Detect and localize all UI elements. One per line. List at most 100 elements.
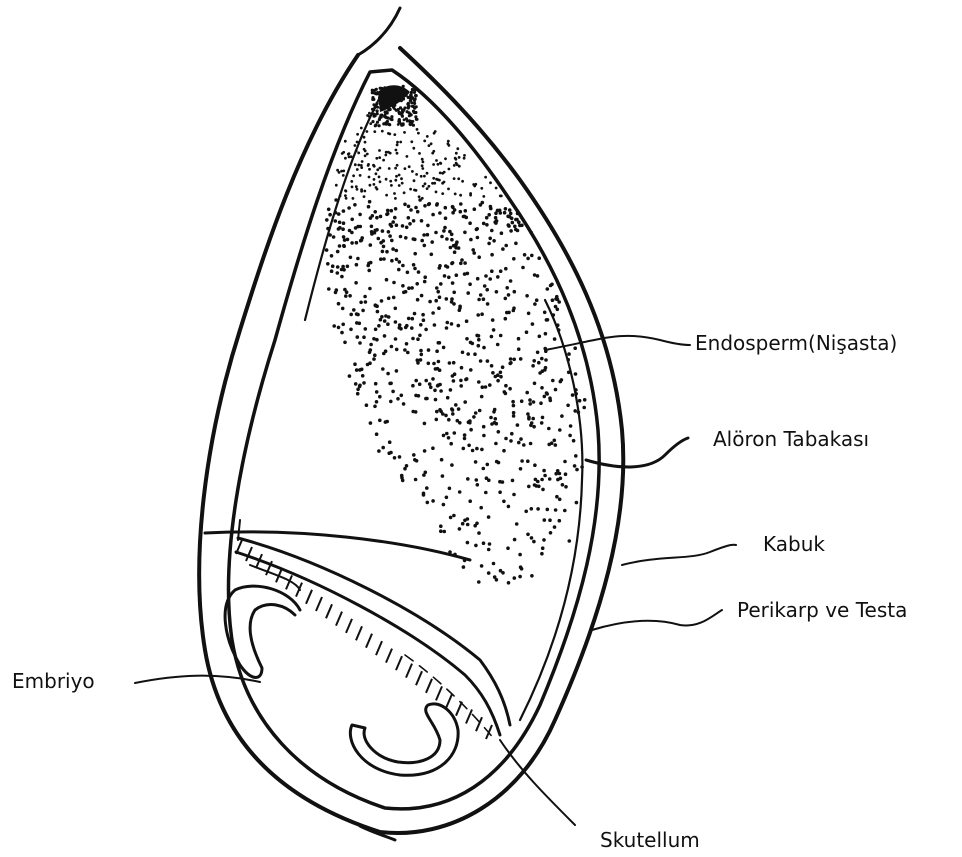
starch-dot: [499, 375, 503, 379]
starch-dot: [412, 219, 416, 223]
starch-dot: [383, 334, 387, 338]
starch-dot: [476, 483, 480, 487]
starch-dot: [546, 287, 550, 291]
starch-dot: [422, 161, 425, 164]
starch-dot: [444, 157, 447, 160]
starch-dot: [513, 225, 517, 229]
starch-dot: [498, 490, 502, 494]
scutellum-hatch-line: [406, 664, 412, 678]
starch-dot: [458, 490, 462, 494]
starch-dot: [437, 163, 440, 166]
starch-dot: [458, 156, 461, 159]
starch-dot: [459, 202, 463, 206]
starch-dot: [354, 144, 357, 147]
starch-dot: [433, 182, 436, 185]
starch-dot: [463, 215, 467, 219]
starch-dot: [422, 185, 425, 188]
starch-dot: [342, 244, 346, 248]
starch-dot: [445, 297, 449, 301]
starch-dot: [431, 311, 435, 315]
starch-dot: [442, 503, 446, 507]
starch-dot: [375, 102, 378, 105]
starch-dot: [441, 412, 445, 416]
starch-dot: [403, 467, 407, 471]
starch-dot: [463, 154, 466, 157]
starch-dot: [352, 197, 355, 200]
starch-dot: [374, 304, 378, 308]
starch-dot: [391, 220, 395, 224]
starch-dot: [328, 233, 332, 237]
starch-dot: [387, 451, 391, 455]
starch-dot: [520, 459, 524, 463]
starch-dot: [452, 361, 456, 365]
starch-dot: [517, 441, 521, 445]
starch-dot: [455, 240, 459, 244]
starch-dot: [360, 368, 364, 372]
starch-dot: [395, 348, 399, 352]
starch-dot: [521, 266, 525, 270]
starch-dot: [435, 286, 439, 290]
starch-dot: [407, 286, 411, 290]
starch-dot: [469, 192, 472, 195]
starch-dot: [479, 506, 483, 510]
starch-dot: [393, 133, 396, 136]
starch-dot: [440, 235, 444, 239]
scutellum-hatch-line: [376, 641, 382, 655]
starch-dot: [518, 553, 522, 557]
starch-dot: [488, 542, 492, 546]
starch-dot: [499, 334, 503, 338]
starch-dot: [413, 102, 416, 105]
starch-dot: [543, 368, 547, 372]
starch-dot: [377, 324, 381, 328]
scutellum-band: [236, 538, 510, 735]
starch-dot: [359, 301, 363, 305]
starch-dot: [375, 157, 378, 160]
starch-dot: [496, 275, 500, 279]
scutellum-hatch-line: [246, 547, 252, 561]
starch-dot: [412, 453, 416, 457]
starch-dot: [527, 415, 531, 419]
starch-dot: [468, 221, 472, 225]
starch-dot: [400, 394, 404, 398]
starch-dot: [507, 505, 511, 509]
starch-dot: [391, 247, 395, 251]
starch-dot: [500, 195, 503, 198]
starch-dot: [450, 300, 454, 304]
starch-dot: [492, 239, 496, 243]
starch-dot: [525, 330, 529, 334]
starch-dot: [544, 332, 548, 336]
starch-dot: [408, 165, 411, 168]
starch-dot: [390, 118, 393, 121]
starch-dot: [344, 294, 348, 298]
starch-dot: [375, 172, 378, 175]
starch-dot: [551, 379, 555, 383]
starch-dot: [424, 397, 428, 401]
starch-dot: [540, 478, 544, 482]
starch-dot: [344, 140, 347, 143]
starch-dot: [537, 256, 541, 260]
starch-dot: [466, 541, 470, 545]
starch-dot: [573, 464, 577, 468]
starch-dot: [482, 297, 486, 301]
starch-dot: [384, 420, 388, 424]
starch-dot: [413, 267, 417, 271]
starch-dot: [413, 179, 416, 182]
leader-aleurone: [586, 438, 688, 467]
scutellum-hatch-line: [446, 694, 452, 708]
starch-dot: [444, 216, 448, 220]
starch-dot: [373, 210, 377, 214]
starch-dot: [381, 367, 385, 371]
starch-dot: [500, 231, 504, 235]
embryo-radicle: [350, 704, 458, 775]
starch-dot: [543, 311, 547, 315]
starch-dot: [509, 212, 513, 216]
starch-dot: [476, 277, 480, 281]
starch-dot: [409, 188, 412, 191]
starch-dot: [441, 182, 444, 185]
starch-dot: [522, 443, 526, 447]
starch-dot: [403, 131, 406, 134]
starch-dot: [341, 227, 345, 231]
starch-dot: [476, 236, 480, 240]
starch-dot: [457, 407, 461, 411]
starch-dot: [512, 411, 516, 415]
